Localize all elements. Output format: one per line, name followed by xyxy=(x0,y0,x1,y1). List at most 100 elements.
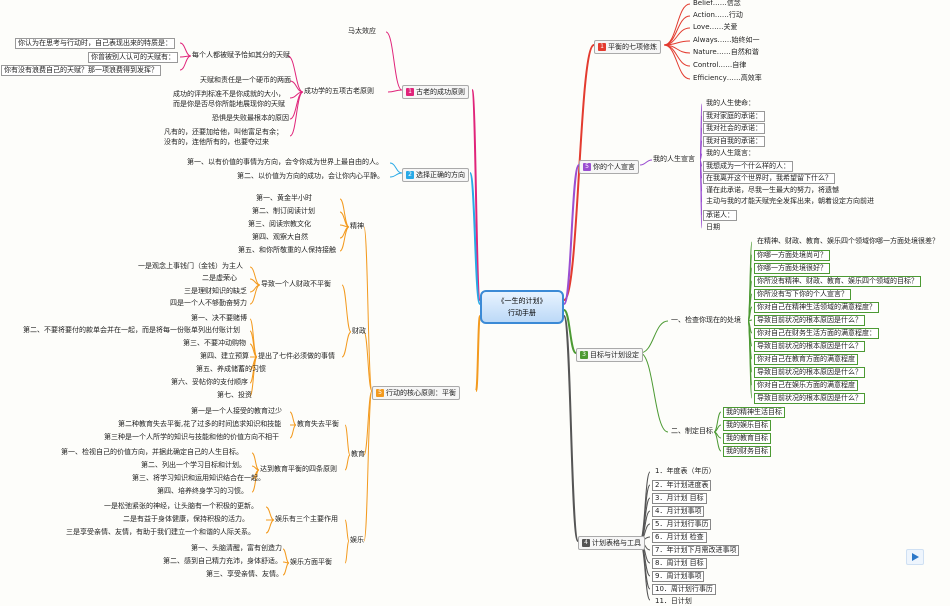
education-rule-item[interactable]: 第三、将学习知识和运用知识结合在一起。 xyxy=(132,474,265,482)
personal-sub-label[interactable]: 我的人生宣言 xyxy=(653,155,695,163)
central-topic[interactable]: 《一生的计划》 行动手册 xyxy=(480,290,564,324)
personal-item[interactable]: 在我离开这个世界时，我希望留下什么？ xyxy=(703,173,835,184)
personal-item[interactable]: 我对家庭的承诺： xyxy=(703,111,765,122)
tool-item[interactable]: 11．日计划 xyxy=(655,597,692,605)
leisure-balance-item[interactable]: 第三、享受亲情、友情。 xyxy=(206,570,283,578)
education-rule-item[interactable]: 第二、列出一个学习目标和计划。 xyxy=(141,461,246,469)
principle-item[interactable]: 而是你是否尽你所能地展现你的天赋 xyxy=(173,100,285,108)
balance-item[interactable]: Belief……信念 xyxy=(693,0,741,7)
balance-item[interactable]: Always……始终如一 xyxy=(693,36,760,44)
core-leisure-node[interactable]: 娱乐 xyxy=(350,536,364,544)
leisure-purpose-item[interactable]: 三是享受亲情、友情，有助于我们建立一个和谐的人际关系。 xyxy=(66,528,255,536)
spirit-item[interactable]: 第五、和你所敬重的人保持接触 xyxy=(238,246,336,254)
personal-item[interactable]: 谨在此承诺，尽我一生最大的努力，将遗憾 xyxy=(706,186,839,194)
tool-item[interactable]: 6．月计划 检查 xyxy=(652,532,707,543)
finance-todo-item[interactable]: 第六、妥帖你的支付顺序 xyxy=(171,378,248,386)
tool-item[interactable]: 1．年度表（年历） xyxy=(655,467,716,475)
goal-check-item[interactable]: 你对自己在精神生活领域的满意程度？ xyxy=(754,302,879,313)
talent-question[interactable]: 你认为在思考与行动时，自己表现出来的特质是： xyxy=(15,38,175,49)
personal-item[interactable]: 主动与我的才能天赋完全发挥出来，朝着设定方向前进 xyxy=(706,197,874,205)
personal-item[interactable]: 我的人生箴言： xyxy=(706,149,755,157)
leisure-balance-item[interactable]: 第二、感到自己精力充沛，身体舒适。 xyxy=(163,557,282,565)
spirit-item[interactable]: 第二、制订阅读计划 xyxy=(252,207,315,215)
finance-group-label[interactable]: 导致一个人财政不平衡 xyxy=(261,280,331,288)
education-issue-item[interactable]: 第二种教育失去平衡,花了过多的时间追求知识和技能 xyxy=(118,420,282,428)
talent-node[interactable]: 每个人都被赋予恰如其分的天赋 xyxy=(192,51,290,59)
tool-item[interactable]: 4．月计划事项 xyxy=(652,506,705,517)
personal-item[interactable]: 日期 xyxy=(706,223,720,231)
goal-check-item[interactable]: 你对自己在财务生活方面的满意程度： xyxy=(754,328,879,339)
principle-item[interactable]: 凡有的，还要加给他，叫他富足有余； xyxy=(164,128,283,136)
tool-item[interactable]: 10．周计划行事历 xyxy=(652,584,716,595)
balance-item[interactable]: Nature……自然和谐 xyxy=(693,48,759,56)
goal-check-item[interactable]: 在精神、财政、教育、娱乐四个领域你哪一方面处境很差？ xyxy=(757,237,939,245)
education-rule-item[interactable]: 第四、培养终身学习的习惯。 xyxy=(157,487,248,495)
tool-item[interactable]: 8．周计划 目标 xyxy=(652,558,707,569)
finance-todo-item[interactable]: 第四、建立预算 xyxy=(200,352,249,360)
goal-check-item[interactable]: 你哪一方面处境很好？ xyxy=(754,263,830,274)
direction-item[interactable]: 第二、以价值为方向的成功，会让你内心平静。 xyxy=(237,172,384,180)
goal-check-item[interactable]: 你哪一方面处境尚可？ xyxy=(754,250,830,261)
principle-item[interactable]: 恐惧是失败最根本的原因 xyxy=(212,114,289,122)
principle-item[interactable]: 成功的评判标准不是你成就的大小， xyxy=(173,90,285,98)
goal-check-item[interactable]: 导致目前状况的根本原因是什么？ xyxy=(754,367,865,378)
talent-question[interactable]: 你曾被别人认可的天赋有： xyxy=(88,52,178,63)
finance-todo-item[interactable]: 第二、不要将要付的款单会并在一起，而是将每一份账单列出付账计划 xyxy=(23,326,240,334)
goal-set-item[interactable]: 我的娱乐目标 xyxy=(723,420,771,431)
goal-check-item[interactable]: 你所没有精神、财政、教育、娱乐四个领域的目标？ xyxy=(754,276,921,287)
core-education-node[interactable]: 教育 xyxy=(351,450,365,458)
direction-item[interactable]: 第一、以有价值的事情为方向，会令你成为世界上最自由的人。 xyxy=(187,158,383,166)
finance-cause-item[interactable]: 四是一个人不够勤奋努力 xyxy=(170,299,247,307)
personal-item[interactable]: 我对社会的承诺： xyxy=(703,123,765,134)
finance-todo-item[interactable]: 第一、决不要赌博 xyxy=(191,314,247,322)
finance-todo-item[interactable]: 第七、投资 xyxy=(217,391,252,399)
finance-cause-item[interactable]: 二是虚荣心 xyxy=(202,274,237,282)
leisure-group-label[interactable]: 娱乐方面平衡 xyxy=(290,558,332,566)
goal-check-item[interactable]: 导致目前状况的根本原因是什么？ xyxy=(754,315,865,326)
five-principles-node[interactable]: 成功学的五项古老原则 xyxy=(304,87,374,95)
balance-item[interactable]: Control……自律 xyxy=(693,61,747,69)
tool-item[interactable]: 9．周计划事项 xyxy=(652,571,705,582)
leisure-group-label[interactable]: 娱乐有三个主要作用 xyxy=(275,515,338,523)
education-issue-item[interactable]: 第三种是一个人所学的知识与技能和他的价值方向不相干 xyxy=(104,433,279,441)
core-finance-node[interactable]: 财政 xyxy=(352,327,366,335)
tool-item[interactable]: 5．月计划行事历 xyxy=(652,519,712,530)
matthew-effect-node[interactable]: 马太效应 xyxy=(348,27,376,35)
goal-check-item[interactable]: 你对自己在教育方面的满意程度 xyxy=(754,354,858,365)
spirit-item[interactable]: 第一、黄金半小时 xyxy=(256,194,312,202)
finance-cause-item[interactable]: 一是观念上事钱门（金钱）为主人 xyxy=(138,262,243,270)
leisure-purpose-item[interactable]: 一是松弛紧张的神经，让头脑有一个积极的更新。 xyxy=(104,502,258,510)
education-group-label[interactable]: 达到教育平衡的四条原则 xyxy=(260,465,337,473)
tool-item[interactable]: 2．年计划进度表 xyxy=(652,480,712,491)
core-spirit-node[interactable]: 精神 xyxy=(350,222,364,230)
finance-todo-item[interactable]: 第五、养成储蓄的习惯 xyxy=(196,365,266,373)
goal-check-item[interactable]: 你对自己在娱乐方面的满意程度 xyxy=(754,380,858,391)
goal-check-label[interactable]: 一、检查你现在的处境 xyxy=(671,316,741,324)
goal-set-item[interactable]: 我的财务目标 xyxy=(723,446,771,457)
goal-check-item[interactable]: 导致目前状况的根本原因是什么？ xyxy=(754,341,865,352)
goal-check-item[interactable]: 导致目前状况的根本原因是什么？ xyxy=(754,393,865,404)
balance-item[interactable]: Love……关爱 xyxy=(693,23,738,31)
principle-item[interactable]: 没有的，连他所有的，也要夺过来 xyxy=(164,138,269,146)
spirit-item[interactable]: 第三、阅读宗教文化 xyxy=(248,220,311,228)
leisure-purpose-item[interactable]: 二是有益于身体健康，保持积极的活力。 xyxy=(123,515,249,523)
balance-item[interactable]: Action……行动 xyxy=(693,11,743,19)
personal-item[interactable]: 我的人生使命： xyxy=(706,99,755,107)
goal-check-item[interactable]: 你所没有写下你的个人宣言？ xyxy=(754,289,851,300)
spirit-item[interactable]: 第四、观察大自然 xyxy=(252,233,308,241)
leisure-balance-item[interactable]: 第一、头脑清醒，富有创造力 xyxy=(191,544,282,552)
finance-cause-item[interactable]: 三是理财知识的缺乏 xyxy=(184,287,247,295)
personal-item[interactable]: 我对自我的承诺： xyxy=(703,136,765,147)
education-group-label[interactable]: 教育失去平衡 xyxy=(297,420,339,428)
personal-item[interactable]: 承诺人： xyxy=(703,210,737,221)
education-rule-item[interactable]: 第一、检视自己的价值方向，并据此确定自己的人生目标。 xyxy=(61,448,243,456)
goal-set-item[interactable]: 我的精神生活目标 xyxy=(723,407,785,418)
play-icon[interactable] xyxy=(906,549,924,565)
